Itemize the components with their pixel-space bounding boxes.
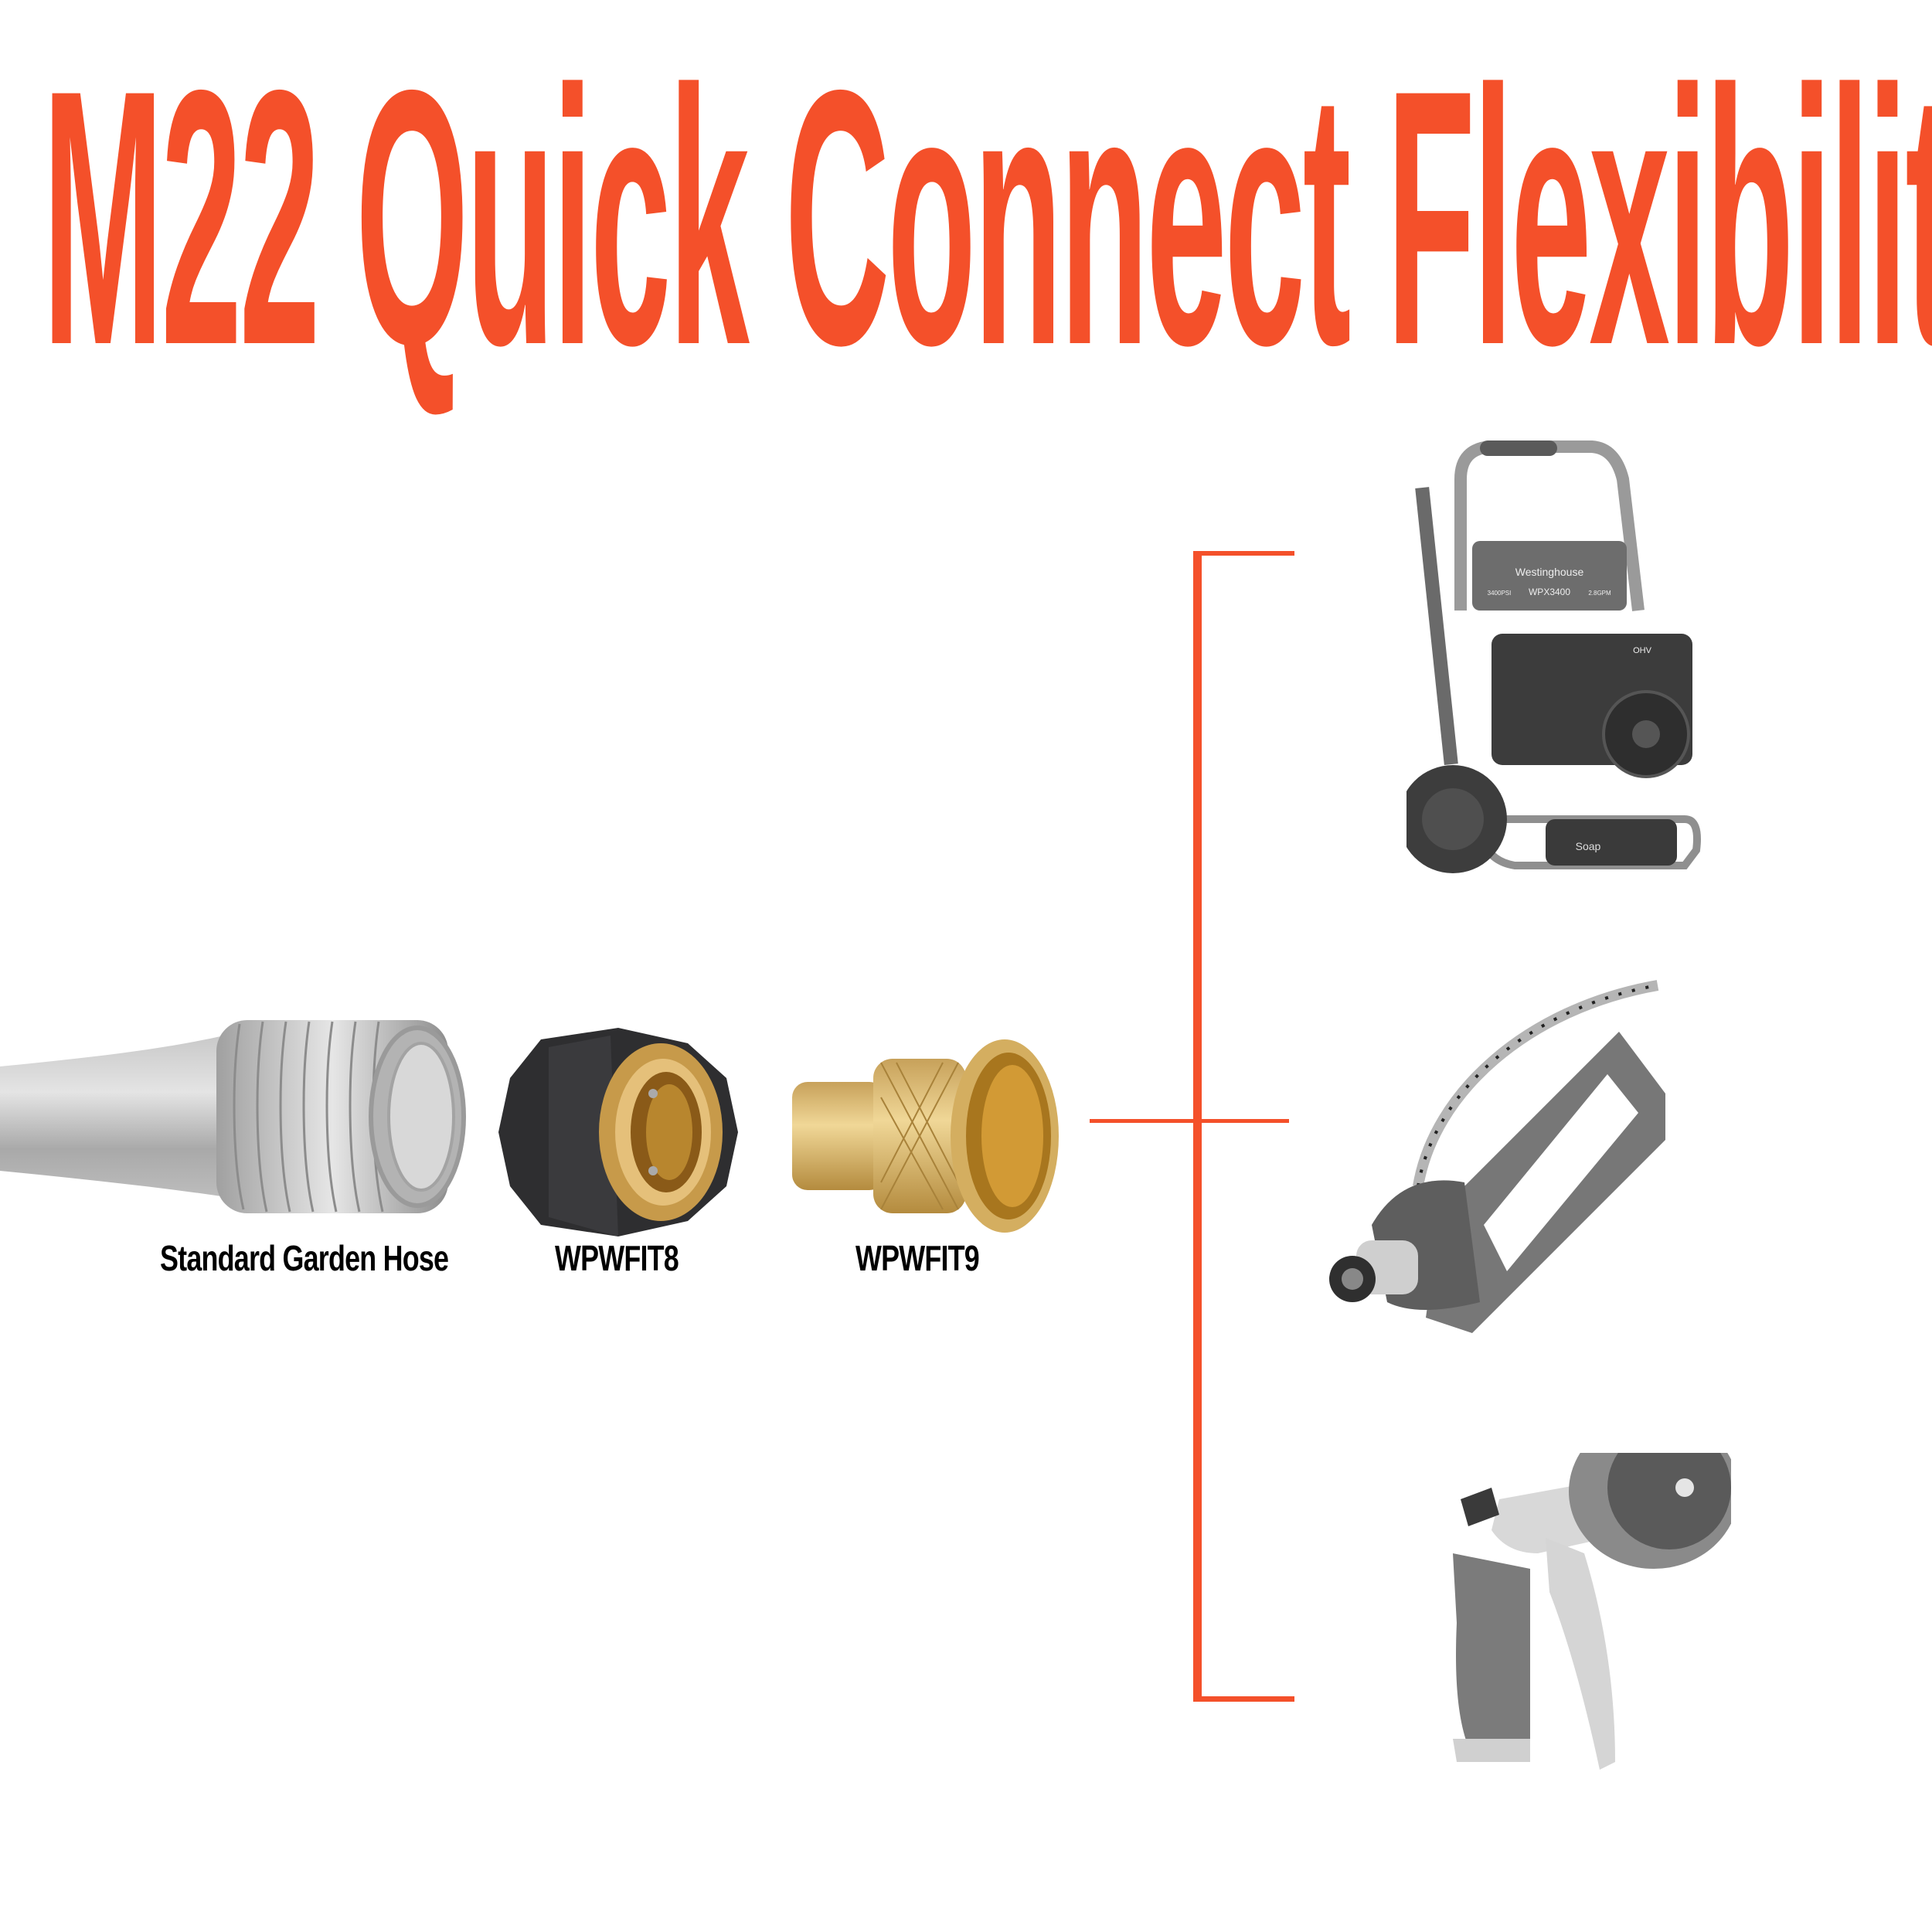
oscillating-sprinkler-image: [1325, 978, 1696, 1356]
component-label-wpwfit8: WPWFIT8: [555, 1238, 679, 1278]
garden-hose-end-icon: [0, 1005, 479, 1229]
soap-tank-label: Soap: [1576, 840, 1601, 852]
bracket-top-arm: [1193, 551, 1294, 556]
pressure-washer-image: Westinghouse WPX3400 3400PSI 2.8GPM OHV …: [1406, 433, 1731, 912]
quick-connect-coupler-icon: [495, 1024, 750, 1240]
connector-line-horizontal: [1090, 1119, 1289, 1123]
brand-label: Westinghouse: [1515, 566, 1584, 578]
model-label: WPX3400: [1529, 587, 1570, 597]
hose-spray-nozzle-image: [1406, 1453, 1731, 1777]
component-label-garden-hose: Standard Garden Hose: [160, 1238, 449, 1278]
brass-plug-adapter-icon: [781, 1028, 1074, 1236]
bracket-spine: [1193, 551, 1202, 1702]
spec-psi: 3400PSI: [1488, 590, 1512, 597]
bracket-bottom-arm: [1193, 1696, 1294, 1702]
engine-type-label: OHV: [1633, 646, 1652, 655]
component-label-wpwfit9: WPWFIT9: [855, 1238, 980, 1278]
page-title: M22 Quick Connect Flexibility: [43, 15, 1932, 420]
spec-gpm: 2.8GPM: [1588, 590, 1611, 597]
